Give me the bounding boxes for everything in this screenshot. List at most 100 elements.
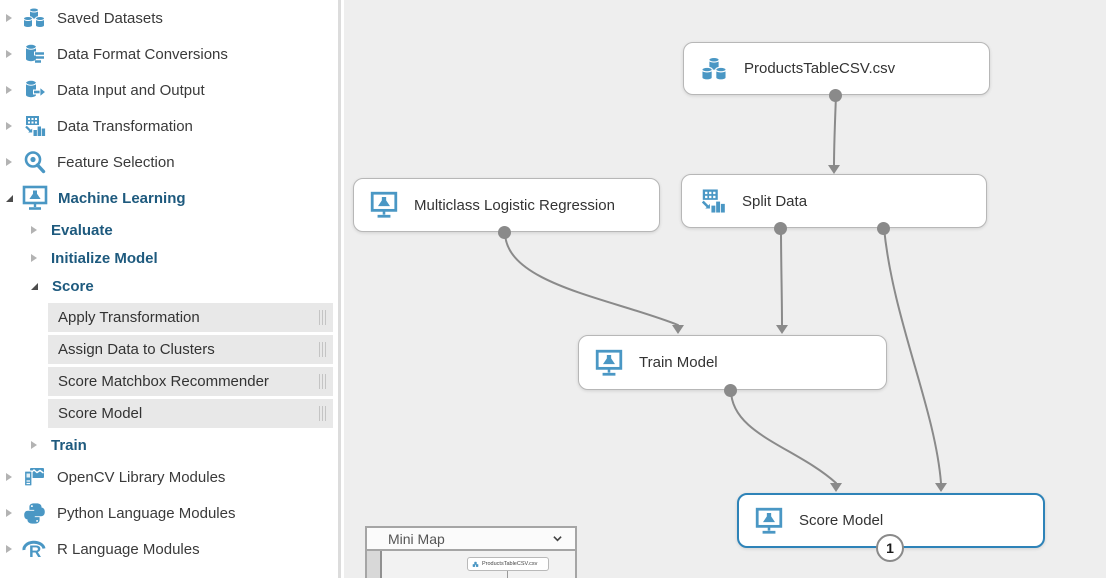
chevron-right-icon[interactable]: [6, 473, 12, 481]
feature-selection-icon: [20, 148, 48, 176]
opencv-icon: [20, 463, 48, 491]
sidebar-item-label: Machine Learning: [58, 189, 186, 207]
node-label: Multiclass Logistic Regression: [414, 196, 615, 214]
dataset-icon: [698, 54, 730, 84]
datasets-icon: [20, 4, 48, 32]
sidebar-item-evaluate[interactable]: Evaluate: [0, 216, 338, 244]
experiment-canvas[interactable]: ProductsTableCSV.csv Multiclass Logistic…: [344, 0, 1106, 578]
node-label: Score Model: [799, 512, 884, 529]
arrowhead-icon: [776, 325, 788, 334]
arrowhead-icon: [672, 325, 684, 334]
arrowhead-icon: [830, 483, 842, 492]
sidebar-item-label: Data Input and Output: [57, 81, 205, 99]
chevron-right-icon[interactable]: [31, 226, 37, 234]
node-label: ProductsTableCSV.csv: [744, 60, 896, 77]
edge-train-to-score: [730, 389, 837, 484]
chevron-right-icon[interactable]: [6, 50, 12, 58]
sidebar-item-initialize-model[interactable]: Initialize Model: [0, 244, 338, 272]
output-port-badge[interactable]: 1: [876, 534, 904, 562]
sidebar-item-data-format-conversions[interactable]: Data Format Conversions: [0, 36, 338, 72]
dataset-icon: [472, 561, 479, 567]
sidebar-item-data-input-and-output[interactable]: Data Input and Output: [0, 72, 338, 108]
sidebar-item-label: Data Transformation: [57, 117, 193, 135]
output-port[interactable]: [829, 89, 842, 102]
chevron-right-icon[interactable]: [6, 545, 12, 553]
node-multiclass-logistic-regression[interactable]: Multiclass Logistic Regression: [353, 178, 660, 232]
module-label: Apply Transformation: [58, 309, 200, 326]
module-score-model[interactable]: Score Model: [48, 399, 333, 428]
r-icon: R: [20, 535, 48, 563]
edge-dataset-to-split: [833, 94, 837, 167]
chevron-down-icon[interactable]: [553, 534, 562, 543]
output-port[interactable]: [774, 222, 787, 235]
node-train-model[interactable]: Train Model: [578, 335, 887, 390]
machine-learning-icon: [21, 184, 49, 212]
transformation-icon: [20, 112, 48, 140]
drag-handle-icon[interactable]: [317, 406, 326, 421]
sidebar-item-score[interactable]: Score: [0, 272, 338, 300]
sidebar-item-label: Saved Datasets: [57, 9, 163, 27]
module-apply-transformation[interactable]: Apply Transformation: [48, 303, 333, 332]
sidebar-item-label: Feature Selection: [57, 153, 175, 171]
minimap-sidebar-region: [367, 551, 382, 578]
minimap-body: ProductsTableCSV.csv: [367, 551, 575, 578]
arrowhead-icon: [828, 165, 840, 174]
sidebar-item-label: Score: [52, 277, 94, 295]
chevron-right-icon[interactable]: [6, 122, 12, 130]
badge-number: 1: [886, 540, 894, 556]
sidebar-item-opencv-library-modules[interactable]: OpenCV Library Modules: [0, 459, 338, 495]
module-score-matchbox-recommender[interactable]: Score Matchbox Recommender: [48, 367, 333, 396]
chevron-right-icon[interactable]: [31, 441, 37, 449]
module-label: Score Matchbox Recommender: [58, 373, 269, 390]
svg-text:R: R: [29, 542, 41, 561]
minimap-node-label: ProductsTableCSV.csv: [482, 561, 538, 567]
python-icon: [20, 499, 48, 527]
sidebar-item-saved-datasets[interactable]: Saved Datasets: [0, 0, 338, 36]
connection-edges: [504, 94, 947, 492]
output-port[interactable]: [877, 222, 890, 235]
minimap-edge: [507, 571, 508, 578]
module-label: Score Model: [58, 405, 143, 422]
minimap-panel: Mini Map: [365, 526, 577, 578]
sidebar-item-train[interactable]: Train: [0, 431, 338, 459]
node-products-table-csv[interactable]: ProductsTableCSV.csv: [683, 42, 990, 95]
drag-handle-icon[interactable]: [317, 342, 326, 357]
module-assign-data-to-clusters[interactable]: Assign Data to Clusters: [48, 335, 333, 364]
minimap-canvas-region[interactable]: ProductsTableCSV.csv: [382, 551, 575, 578]
format-conversions-icon: [20, 40, 48, 68]
chevron-right-icon[interactable]: [6, 509, 12, 517]
drag-handle-icon[interactable]: [317, 310, 326, 325]
output-port[interactable]: [498, 226, 511, 239]
edge-multiclass-to-train: [504, 231, 679, 326]
chevron-right-icon[interactable]: [6, 158, 12, 166]
ml-module-icon: [368, 190, 400, 220]
minimap-title: Mini Map: [388, 530, 445, 547]
chevron-expanded-icon[interactable]: [6, 194, 13, 202]
sidebar-item-data-transformation[interactable]: Data Transformation: [0, 108, 338, 144]
sidebar-item-label: Evaluate: [51, 221, 113, 239]
arrowhead-icon: [935, 483, 947, 492]
split-data-icon: [696, 186, 728, 216]
ml-module-icon: [593, 348, 625, 378]
node-label: Split Data: [742, 192, 808, 210]
sidebar-item-label: Data Format Conversions: [57, 45, 228, 63]
drag-handle-icon[interactable]: [317, 374, 326, 389]
chevron-right-icon[interactable]: [6, 86, 12, 94]
edge-split-to-train: [780, 227, 783, 326]
sidebar-item-feature-selection[interactable]: Feature Selection: [0, 144, 338, 180]
sidebar-item-label: Python Language Modules: [57, 504, 236, 522]
chevron-right-icon[interactable]: [6, 14, 12, 22]
minimap-node: ProductsTableCSV.csv: [467, 557, 549, 571]
edge-split-to-score: [883, 227, 942, 484]
module-palette-sidebar: Saved Datasets Data Format Conversions: [0, 0, 341, 578]
chevron-expanded-icon[interactable]: [31, 282, 38, 290]
sidebar-item-python-language-modules[interactable]: Python Language Modules: [0, 495, 338, 531]
output-port[interactable]: [724, 384, 737, 397]
sidebar-item-label: R Language Modules: [57, 540, 200, 558]
node-split-data[interactable]: Split Data: [681, 174, 987, 228]
sidebar-item-r-language-modules[interactable]: R R Language Modules: [0, 531, 338, 567]
sidebar-item-label: Train: [51, 436, 87, 454]
minimap-header[interactable]: Mini Map: [367, 528, 575, 551]
sidebar-item-machine-learning[interactable]: Machine Learning: [0, 180, 338, 216]
chevron-right-icon[interactable]: [31, 254, 37, 262]
